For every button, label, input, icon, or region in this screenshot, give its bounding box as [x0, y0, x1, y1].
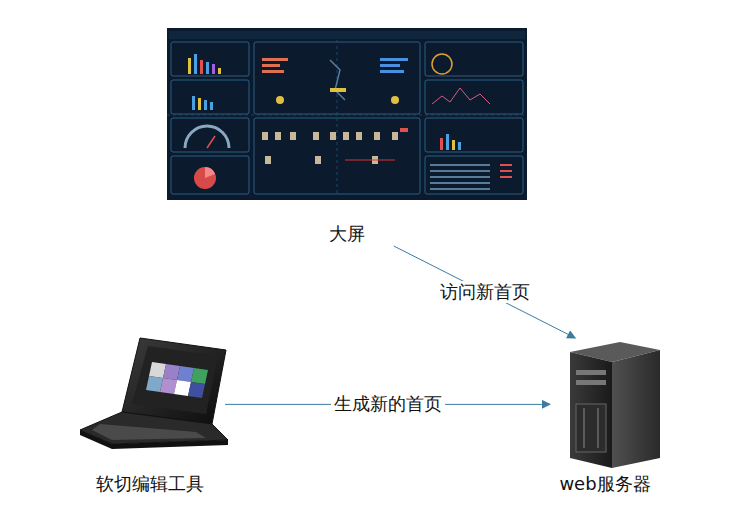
edge-label: 生成新的首页 [331, 393, 445, 415]
screen-node: 大屏 [167, 28, 527, 246]
node-label: web服务器 [550, 472, 660, 496]
server-icon [570, 342, 660, 468]
server-node: web服务器 [550, 338, 660, 496]
edge-label: 访问新首页 [437, 281, 533, 303]
dashboard-screen [167, 28, 527, 200]
laptop-node: 软切编辑工具 [75, 338, 225, 496]
connector-arrow [394, 246, 576, 338]
node-label: 软切编辑工具 [75, 472, 225, 496]
laptop-icon [80, 338, 228, 449]
node-label: 大屏 [167, 222, 527, 246]
